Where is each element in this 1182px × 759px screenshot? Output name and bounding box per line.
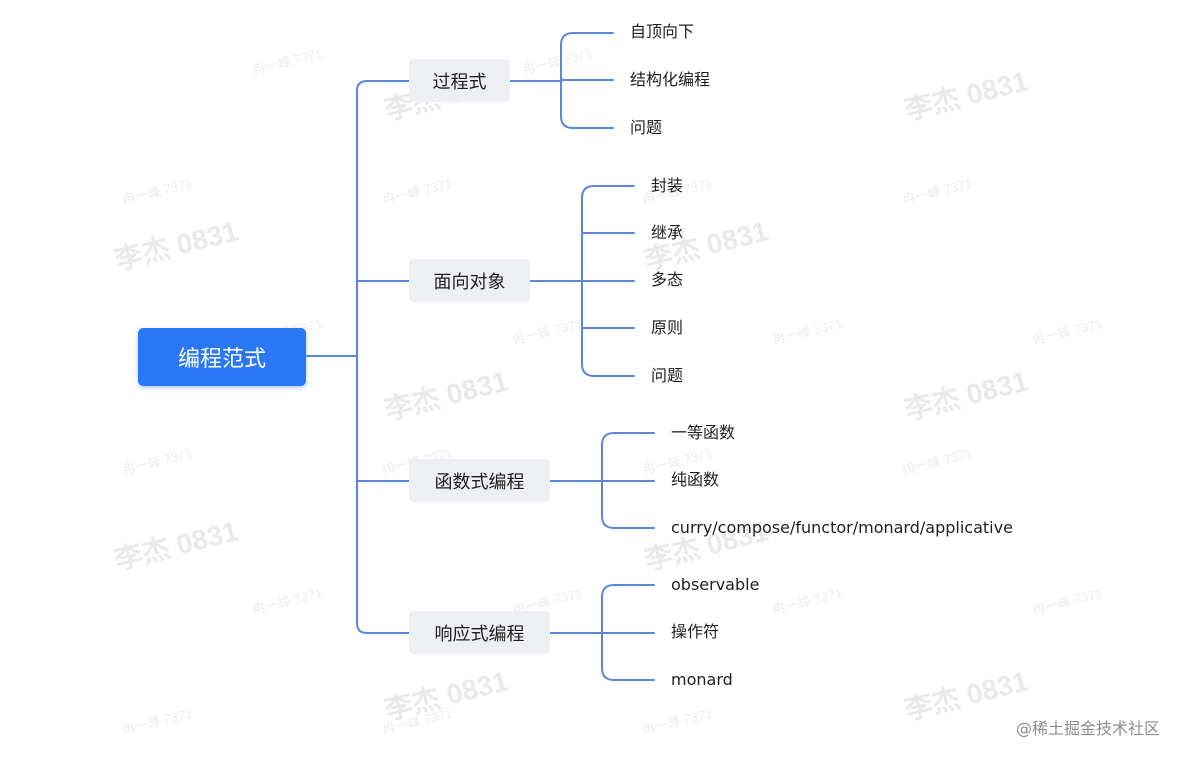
leaf-node-first-class-functions[interactable]: 一等函数 — [671, 423, 736, 442]
root-node-label: 编程范式 — [177, 347, 266, 372]
source-credit: @稀土掘金技术社区 — [1015, 719, 1160, 738]
leaf-node-monard[interactable]: monard — [671, 670, 733, 689]
root-spine-bracket — [356, 80, 410, 634]
leaf-node-oop-problems[interactable]: 问题 — [651, 366, 684, 385]
leaf-node-pure-functions[interactable]: 纯函数 — [671, 470, 720, 489]
leaf-node-encapsulation[interactable]: 封装 — [651, 176, 684, 195]
branch-node-functional[interactable]: 函数式编程 — [409, 459, 550, 502]
branch-label: 面向对象 — [433, 271, 506, 293]
branch-node-reactive[interactable]: 响应式编程 — [409, 611, 550, 654]
leaf-node-polymorphism[interactable]: 多态 — [651, 270, 684, 289]
leaf-node-observable[interactable]: observable — [671, 575, 760, 594]
branch-label: 过程式 — [432, 71, 487, 93]
root-node[interactable]: 编程范式 — [138, 328, 306, 386]
branch-label: 响应式编程 — [434, 623, 525, 645]
leaf-node-top-down[interactable]: 自顶向下 — [630, 22, 695, 41]
leaf-node-curry-compose[interactable]: curry/compose/functor/monard/applicative — [671, 518, 1013, 537]
leaf-node-procedural-problems[interactable]: 问题 — [630, 118, 663, 137]
leaf-node-structured-programming[interactable]: 结构化编程 — [630, 70, 711, 89]
leaf-node-principles[interactable]: 原则 — [651, 318, 684, 337]
branch-node-object-oriented[interactable]: 面向对象 — [409, 259, 530, 302]
leaf-node-operators[interactable]: 操作符 — [671, 622, 720, 641]
branch-node-procedural[interactable]: 过程式 — [409, 59, 510, 102]
leaf-node-inheritance[interactable]: 继承 — [651, 223, 684, 242]
branch-label: 函数式编程 — [434, 471, 525, 493]
